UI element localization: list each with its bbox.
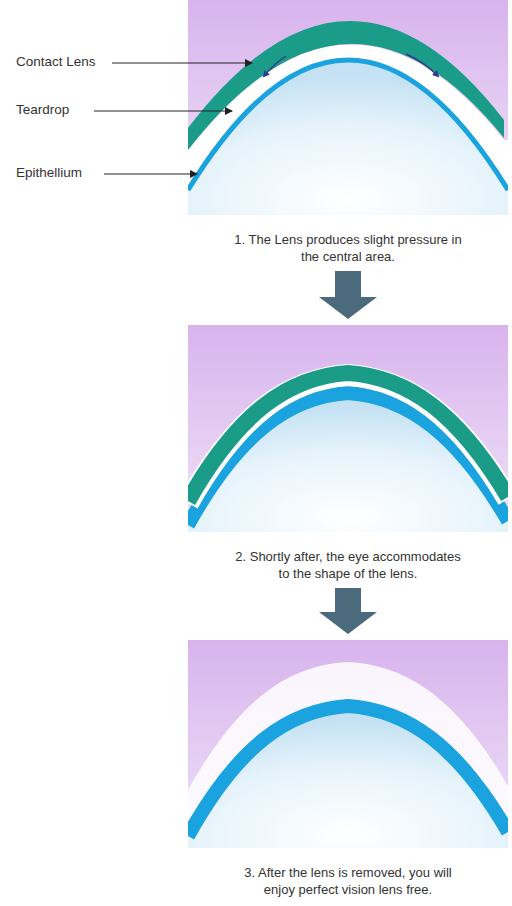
stage-panel: 3. After the lens is removed, you will e… (188, 640, 508, 898)
stage-panel: 2. Shortly after, the eye accommodates t… (188, 325, 508, 582)
flow-arrow (319, 271, 377, 319)
leader-line (104, 174, 197, 175)
eye-illustration (188, 640, 508, 848)
stage-caption: 3. After the lens is removed, you will e… (230, 864, 466, 898)
stage-caption: 1. The Lens produces slight pressure in … (230, 231, 466, 265)
eye-illustration (188, 0, 508, 215)
stage-caption: 2. Shortly after, the eye accommodates t… (230, 548, 466, 582)
part-label: Epithellium (16, 165, 82, 180)
stage-panel: 1. The Lens produces slight pressure in … (188, 0, 508, 265)
part-label: Teardrop (16, 102, 69, 117)
part-label: Contact Lens (16, 54, 96, 69)
flow-arrow (319, 588, 377, 634)
eye-illustration (188, 325, 508, 532)
